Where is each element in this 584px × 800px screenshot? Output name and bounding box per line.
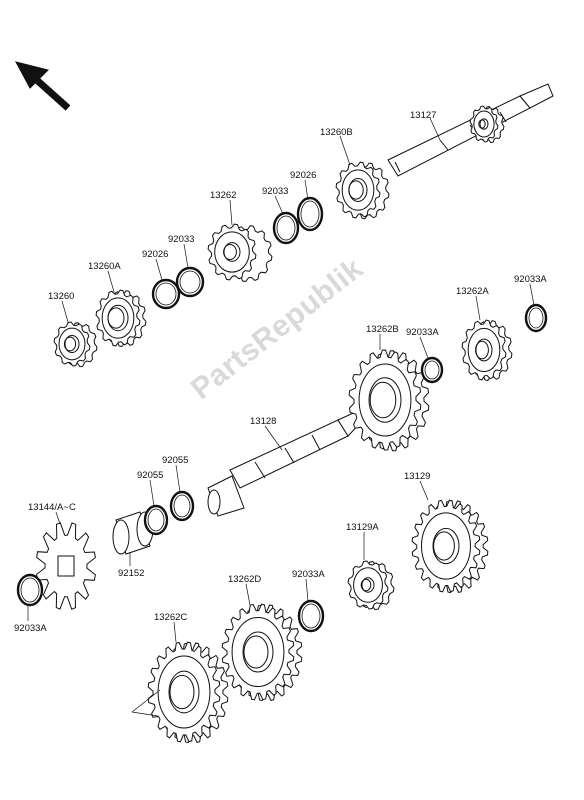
leader-92033-upper [274, 195, 284, 215]
callout-13262D: 13262D [228, 574, 262, 585]
leader-13127 [429, 117, 441, 141]
leader-92026-upper [304, 179, 309, 201]
callout-13127: 13127 [410, 110, 437, 121]
leader-92033A-mid [419, 336, 429, 359]
leader-92033A-lower [305, 578, 309, 602]
callout-13128: 13128 [250, 416, 277, 427]
callout-13260A: 13260A [88, 261, 121, 272]
gear-13262C [147, 641, 229, 744]
ring-92033-upper [272, 211, 300, 245]
callout-92033A-mid: 92033A [406, 327, 439, 338]
leader-13144 [55, 511, 61, 525]
callout-92152: 92152 [118, 568, 145, 579]
gear-13262 [207, 223, 273, 283]
output-shaft-13127 [387, 83, 554, 177]
callout-92033A-left: 92033A [14, 623, 47, 634]
drive-shaft-13128 [207, 409, 364, 517]
ring-92026-upper [296, 196, 324, 232]
callout-13260: 13260 [48, 291, 75, 302]
callout-13262B: 13262B [366, 324, 399, 335]
gear-13260B [335, 161, 390, 220]
callout-13144: 13144/A~C [28, 502, 76, 513]
leader-13262C-a [131, 689, 161, 713]
leader-92033-mid [183, 243, 189, 269]
callout-92033A-lower: 92033A [292, 569, 325, 580]
gear-13262D [221, 603, 303, 702]
callout-13129A: 13129A [346, 522, 379, 533]
leader-13260A [107, 270, 115, 293]
ring-92033A-mid [420, 356, 444, 384]
ring-92055-b [143, 504, 169, 536]
shaft-end-13128 [207, 489, 221, 515]
gear-13260 [53, 321, 98, 368]
callout-92033A-right: 92033A [514, 274, 547, 285]
gear-13260A [95, 289, 147, 348]
ring-92033-mid [175, 266, 205, 298]
gear-13129A [347, 560, 395, 611]
leader-13260 [61, 300, 69, 323]
callout-92026-upper: 92026 [290, 170, 317, 181]
leader-13262C-b [131, 711, 159, 717]
gear-13262B [348, 349, 430, 452]
leader-13262A [475, 295, 481, 321]
callout-13262C: 13262C [154, 612, 188, 623]
callout-13262A: 13262A [456, 286, 489, 297]
leader-92033A-right [529, 283, 535, 306]
leader-13262 [229, 199, 233, 226]
leader-92026-mid [155, 258, 163, 281]
ring-92055-a [169, 490, 195, 522]
leader-13260B [339, 135, 351, 166]
arrow-up-left-icon [15, 61, 71, 111]
ring-92033A-lower [297, 599, 325, 633]
gear-13127-integral [469, 105, 505, 144]
callout-92055-b: 92055 [137, 470, 164, 481]
leader-13262D [245, 583, 251, 606]
leader-13262C [173, 621, 177, 643]
ring-92026-mid [151, 278, 181, 310]
sprocket-13144 [36, 522, 96, 610]
leader-13128 [264, 425, 283, 451]
gear-13129 [411, 499, 489, 594]
leader-13129 [419, 480, 429, 501]
callout-13129: 13129 [404, 471, 431, 482]
callout-13262: 13262 [210, 190, 237, 201]
ring-92033A-right [524, 303, 548, 333]
callout-92033-mid: 92033 [168, 234, 195, 245]
ring-92033A-left [16, 573, 44, 607]
leader-92055-a [175, 464, 181, 493]
callout-92026-mid: 92026 [142, 249, 169, 260]
callout-92055-a: 92055 [162, 455, 189, 466]
gear-13262A [461, 319, 513, 382]
callout-92033-upper: 92033 [262, 186, 289, 197]
leader-92055-b [149, 479, 155, 507]
callout-13260B: 13260B [320, 127, 353, 138]
